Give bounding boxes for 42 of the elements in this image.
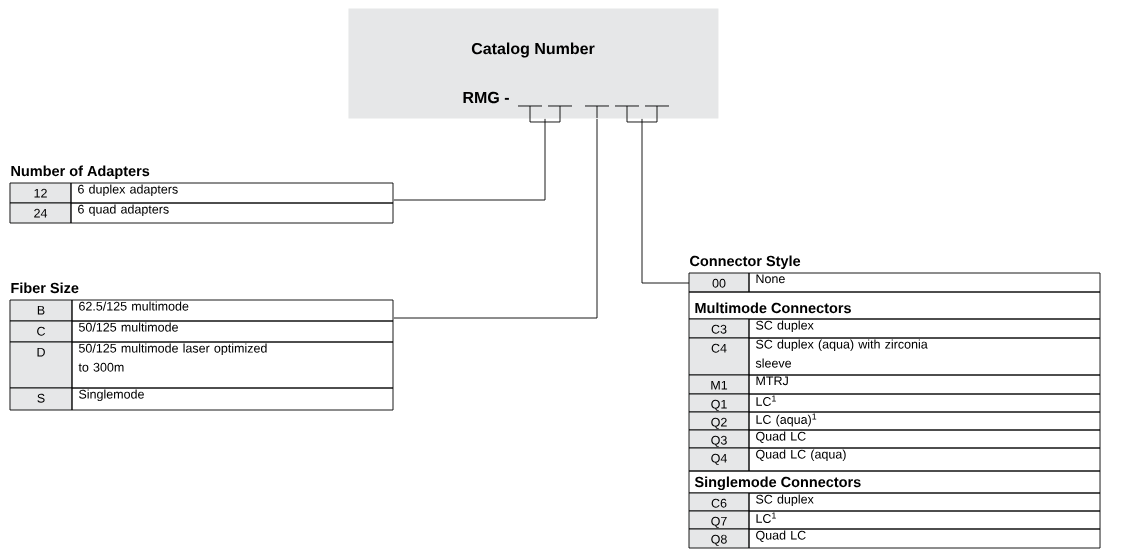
code-cell: M1 xyxy=(688,374,750,395)
description-cell: 62.5/125 multimode xyxy=(71,299,394,322)
description-cell: 50/125 multimode xyxy=(71,320,394,343)
catalog-number-box: Catalog Number RMG - xyxy=(348,8,719,119)
code-cell: Q7 xyxy=(688,510,750,530)
code-cell: B xyxy=(9,299,73,322)
code-cell: Q8 xyxy=(688,528,750,549)
table-heading: Number of Adapters xyxy=(11,165,150,179)
code-cell: C4 xyxy=(688,337,750,376)
section-heading: Multimode Connectors xyxy=(688,291,1101,320)
code-cell: Q2 xyxy=(688,411,750,431)
description-cell: 6 quad adapters xyxy=(70,202,394,224)
code-cell: Q4 xyxy=(688,447,750,472)
code-cell: Q1 xyxy=(688,393,750,413)
code-cell: 12 xyxy=(9,182,72,204)
code-cell: 24 xyxy=(9,202,72,224)
description-cell: LC$^{1}$ xyxy=(748,510,1101,530)
description-cell: Singlemode xyxy=(71,387,394,411)
description-cell: 6 duplex adapters xyxy=(70,182,394,204)
code-cell: C6 xyxy=(688,492,750,512)
connector-line xyxy=(393,118,598,319)
table-heading: Connector Style xyxy=(690,255,801,269)
description-cell: SC duplex (aqua) with zirconia sleeve xyxy=(748,337,1101,376)
code-cell: S xyxy=(9,387,73,411)
table-heading: Fiber Size xyxy=(11,282,79,294)
description-cell: LC (aqua)$^{1}$ xyxy=(748,411,1101,431)
connector-line xyxy=(393,118,546,201)
code-cell: 00 xyxy=(688,272,750,293)
connector-line xyxy=(641,118,690,284)
section-heading: Singlemode Connectors xyxy=(688,470,1101,494)
description-cell: Quad LC (aqua) xyxy=(748,447,1101,472)
description-cell: MTRJ xyxy=(748,374,1101,395)
description-cell: None xyxy=(748,272,1101,293)
description-cell: Quad LC xyxy=(748,429,1101,449)
description-cell: 50/125 multimode laser optimized to 300m xyxy=(71,341,394,389)
description-cell: Quad LC xyxy=(748,528,1101,549)
description-cell: SC duplex xyxy=(748,318,1101,339)
code-cell: C xyxy=(9,320,73,343)
code-cell: Q3 xyxy=(688,429,750,449)
code-cell: C3 xyxy=(688,318,750,339)
description-cell: LC$^{1}$ xyxy=(748,393,1101,413)
description-cell: SC duplex xyxy=(748,492,1101,512)
